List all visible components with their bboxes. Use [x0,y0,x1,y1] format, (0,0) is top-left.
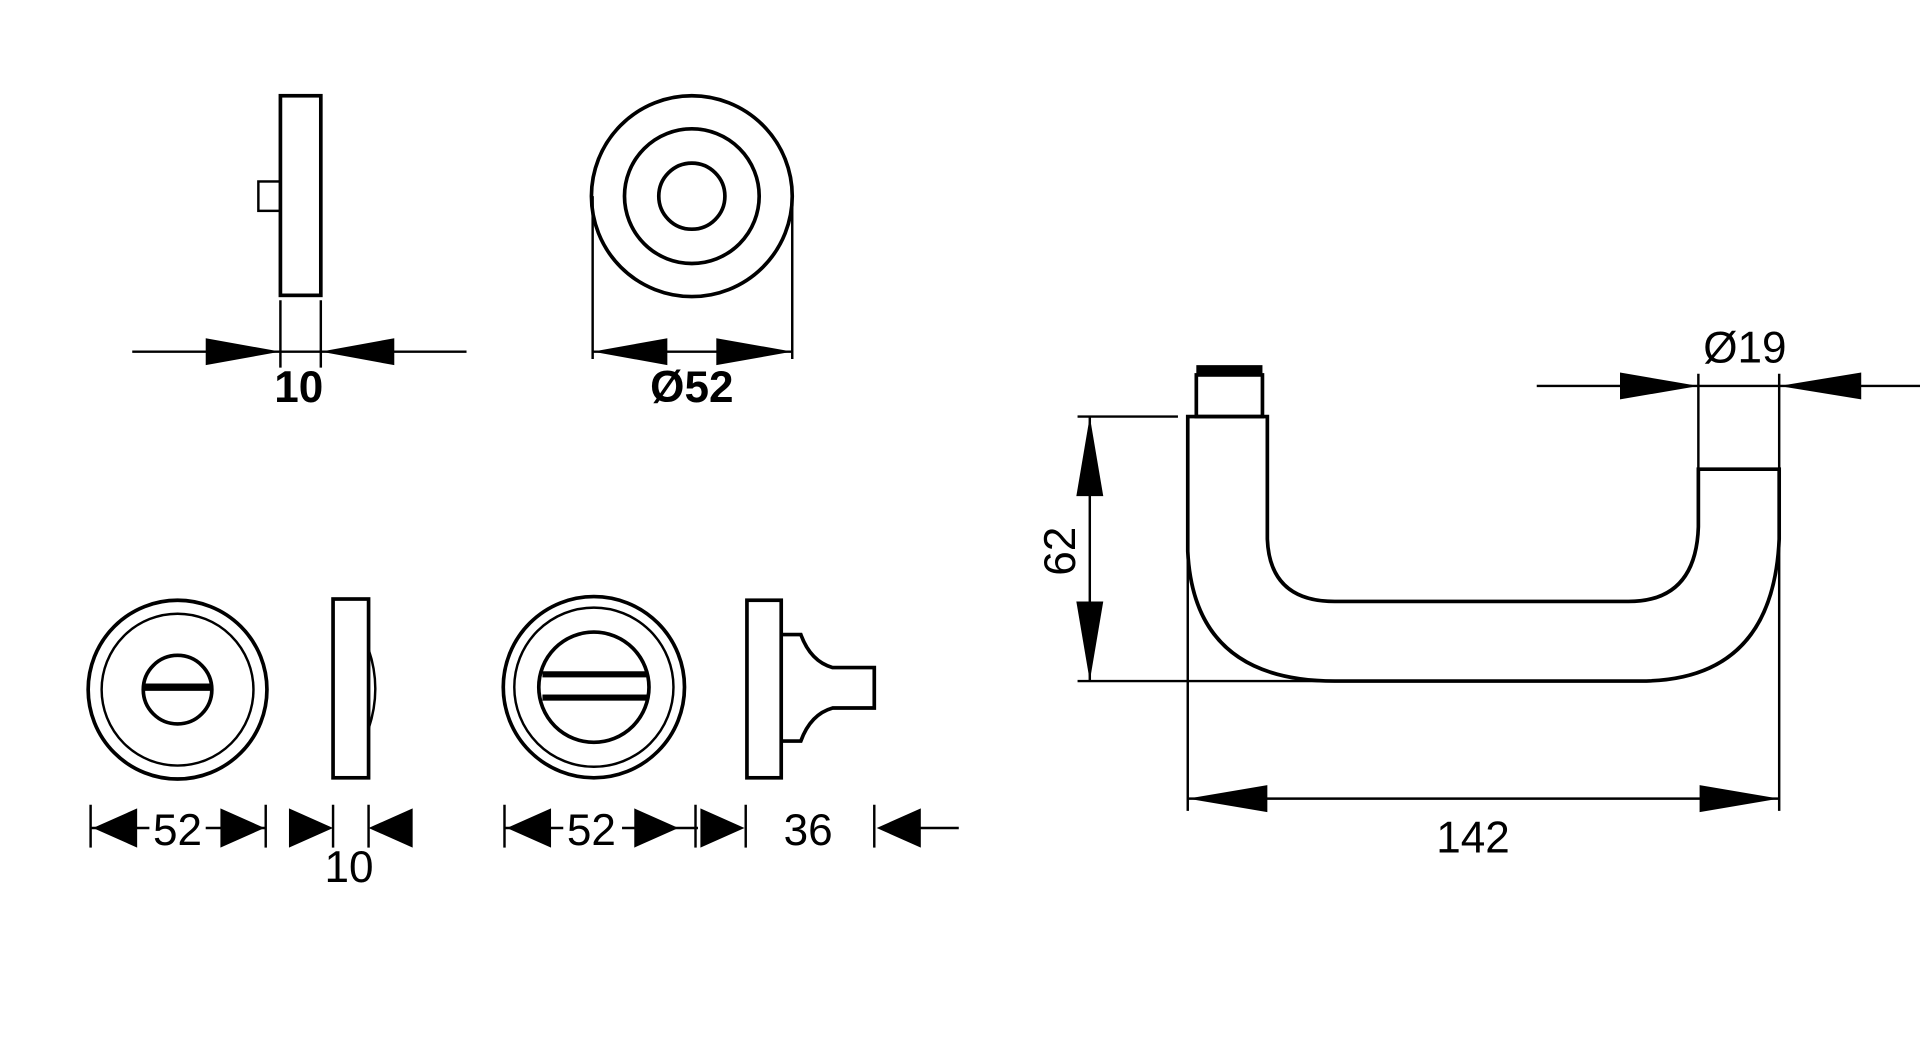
rose-side-view: 10 [132,93,467,412]
dim-wc-turn-depth: 36 [784,806,833,855]
arrow-right [288,808,334,848]
arrow-down [1076,601,1104,682]
arrow-left [1779,372,1862,400]
bottom-dimensions: 52 10 52 36 [89,804,959,892]
arrow-right [205,338,281,366]
dim-wc-rose-thickness: 10 [324,843,373,892]
dim-wc-rose-diameter: 52 [153,806,202,855]
arrow-left [93,808,138,848]
arrow-right [700,808,745,848]
handle-length-dimension: 142 [1186,539,1781,862]
arrow-up [1076,416,1104,497]
arrow-left [368,808,413,848]
dim-rose-diameter: Ø52 [650,363,733,412]
dim-wc-turn-rose-diameter: 52 [567,806,616,855]
lever-handle-side-view [1185,365,1782,683]
handle-diameter-dimension: Ø19 [1536,324,1920,470]
dim-rose-thickness: 10 [274,363,323,412]
wc-rose-front-view [86,598,269,781]
arrow-right [634,808,679,848]
rose-front-view: Ø52 [589,93,795,412]
arrow-right [1620,372,1699,400]
arrow-left [592,338,668,366]
arrow-left [876,808,921,848]
arrow-right [220,808,265,848]
arrow-left [320,338,395,366]
wc-turn-front-view [501,594,687,780]
arrow-left [506,808,552,848]
arrow-right [716,338,793,366]
wc-turn-side-view [745,598,877,780]
arrow-left [1187,785,1268,813]
dim-handle-diameter: Ø19 [1703,324,1786,373]
dim-handle-height: 62 [1036,527,1085,576]
dim-handle-length: 142 [1436,813,1510,862]
arrow-right [1699,785,1780,813]
wc-rose-side-view [331,597,377,780]
handle-height-dimension: 62 [1036,415,1335,683]
